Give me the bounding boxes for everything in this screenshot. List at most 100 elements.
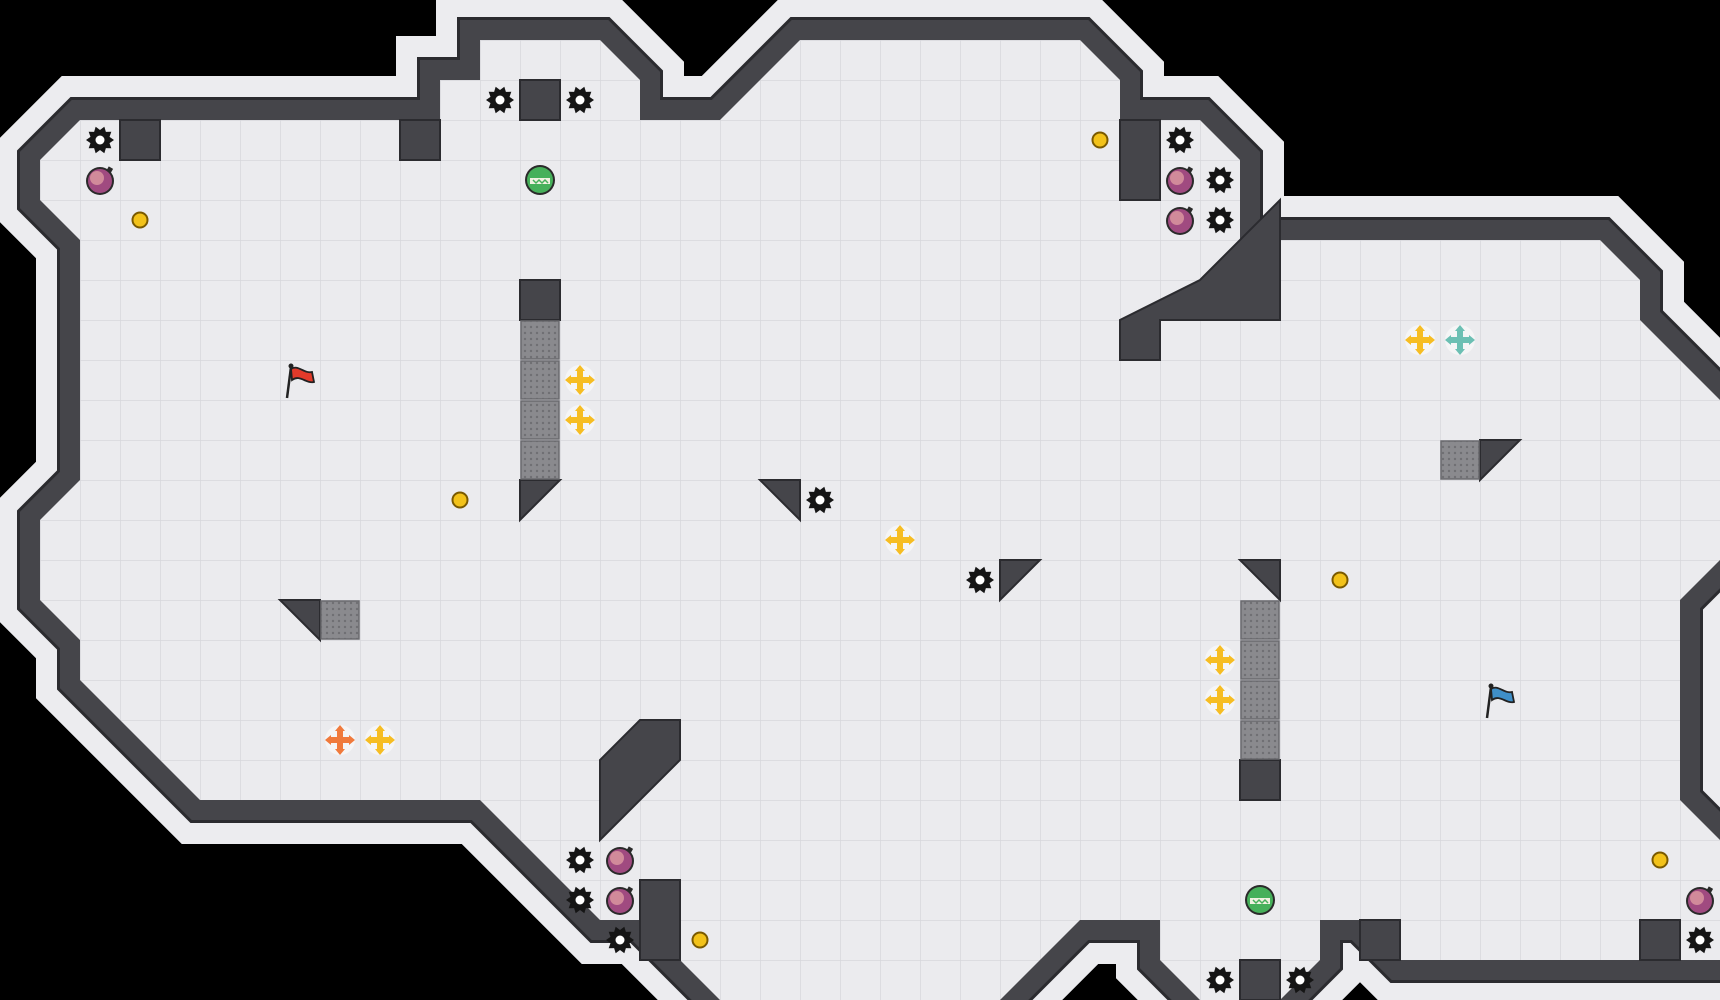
move-yellow-icon-arrow [1229,695,1235,705]
wall-block [1119,119,1161,201]
move-yellow-icon-arrow [1229,655,1235,665]
flag-pole-tip [1488,683,1494,689]
gear-icon-hub [575,855,585,865]
move-orange-icon-arrow [325,735,331,745]
move-teal-icon-arrow [1455,349,1465,355]
gear-icon [1206,166,1234,194]
bomb-icon [1166,206,1194,235]
move-yellow-icon-cross [1411,331,1429,349]
bomb-icon-shine [610,851,624,865]
coin-icon [1651,851,1669,869]
gear-icon-hub [975,575,985,585]
shield-orb-icon [525,165,555,195]
move-yellow-icon-arrow [389,735,395,745]
gear-icon [606,926,634,954]
move-yellow-icon-cross [571,371,589,389]
move-yellow-icon-arrow [565,415,571,425]
gear-icon [806,486,834,514]
gear-icon-hub [1215,975,1225,985]
move-yellow-icon-cross [571,411,589,429]
red-flag-icon [285,363,316,399]
bomb-icon-fuse [106,166,114,174]
crate-block [520,320,560,360]
gear-icon-hub [95,135,105,145]
gear-icon [86,126,114,154]
crate-block [1440,440,1480,480]
move-yellow-icon-arrow [575,429,585,435]
coin-icon [131,211,149,229]
move-yellow-icon-arrow [1429,335,1435,345]
move-yellow-icon [1205,685,1235,715]
bomb-icon-shine [1170,171,1184,185]
ramp-block [519,479,563,523]
move-yellow-icon-cross [1211,691,1229,709]
gear-icon [1206,206,1234,234]
coin-icon [451,491,469,509]
move-yellow-icon-arrow [1415,325,1425,331]
wall-block [519,279,561,321]
move-teal-icon [1445,325,1475,355]
coin-icon [1091,131,1109,149]
floor [40,40,1720,1000]
flag-cloth [290,366,316,384]
move-teal-icon-arrow [1455,325,1465,331]
gear-icon [1206,966,1234,994]
gear-icon-hub [1295,975,1305,985]
move-orange-icon-arrow [335,725,345,731]
wall-block [399,119,441,161]
gear-icon-hub [815,495,825,505]
move-yellow-icon-cross [891,531,909,549]
move-orange-icon-cross [331,731,349,749]
crate-block [1240,600,1280,640]
gear-icon [566,886,594,914]
gear-icon-hub [575,95,585,105]
gear-icon [486,86,514,114]
crate-block [1240,720,1280,760]
bomb-icon-fuse [1706,886,1714,894]
gear-icon [1166,126,1194,154]
move-yellow-icon [1405,325,1435,355]
wall-block [1359,919,1401,961]
move-yellow-icon-arrow [895,549,905,555]
move-yellow-icon-arrow [1205,655,1211,665]
move-yellow-icon-arrow [365,735,371,745]
crate-block [1240,680,1280,720]
move-yellow-icon-arrow [575,365,585,371]
move-yellow-icon-arrow [1205,695,1211,705]
gear-icon-hub [575,895,585,905]
ramp-block [277,599,321,643]
move-teal-icon-cross [1451,331,1469,349]
wall-block [1639,919,1681,961]
bomb-icon [1686,886,1714,915]
move-yellow-icon-arrow [1405,335,1411,345]
crate-block [520,440,560,480]
bomb-icon-fuse [626,886,634,894]
gear-icon-hub [495,95,505,105]
gear-icon-hub [1175,135,1185,145]
move-yellow-icon-arrow [1415,349,1425,355]
move-yellow-icon [885,525,915,555]
move-yellow-icon-arrow [1215,709,1225,715]
ramp-block [1479,439,1523,483]
bomb-icon [1166,166,1194,195]
flag-cloth [1490,686,1516,704]
gear-icon-hub [615,935,625,945]
bomb-icon [606,886,634,915]
move-orange-icon [325,725,355,755]
gear-icon [1286,966,1314,994]
wall-block [119,119,161,161]
move-orange-icon-arrow [335,749,345,755]
flag-pole-tip [288,363,294,369]
gear-icon-hub [1695,935,1705,945]
gear-icon [966,566,994,594]
shield-orb-icon [1245,885,1275,915]
wall-block [1239,759,1281,801]
crate-block [1240,640,1280,680]
bomb-icon [86,166,114,195]
crate-block [320,600,360,640]
move-yellow-icon [565,405,595,435]
bomb-icon [606,846,634,875]
move-yellow-icon-cross [1211,651,1229,669]
